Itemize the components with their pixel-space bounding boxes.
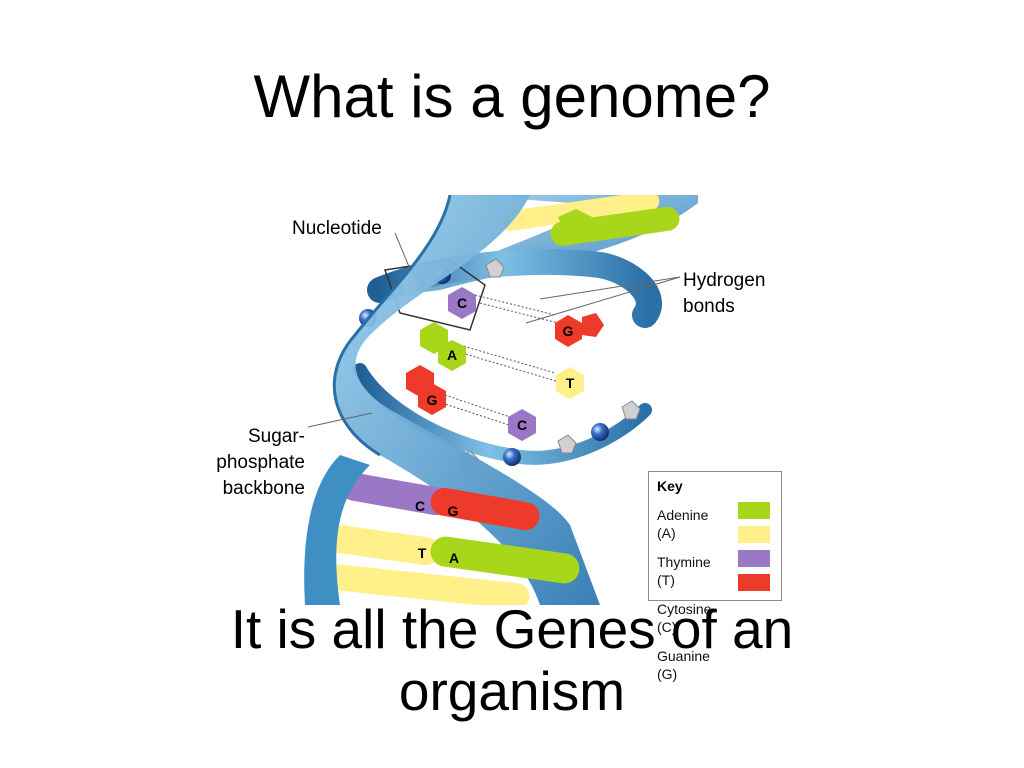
backbone-ribbon-front: [334, 195, 600, 605]
svg-text:T: T: [418, 545, 427, 561]
key-entry-code: (A): [657, 525, 676, 541]
key-title: Key: [657, 478, 683, 494]
key-entry-code: (T): [657, 572, 675, 588]
base-c-middle: C: [508, 409, 536, 441]
subtitle-line1: It is all the Genes of an: [230, 598, 794, 660]
svg-text:C: C: [517, 417, 527, 433]
base-pair-ta-lower: T A: [310, 522, 580, 584]
base-g-upper: G: [555, 313, 604, 347]
label-backbone-line3: backbone: [222, 478, 305, 499]
svg-text:A: A: [449, 550, 459, 566]
svg-text:G: G: [427, 392, 438, 408]
label-hydrogen-bonds-line2: bonds: [683, 296, 735, 317]
sugar-pentagon: [621, 400, 641, 420]
label-nucleotide: Nucleotide: [292, 218, 382, 239]
slide-title: What is a genome?: [253, 63, 771, 130]
dna-double-helix-illustration: C G A T G C C G T A: [304, 195, 698, 605]
svg-text:G: G: [448, 503, 459, 519]
label-hydrogen-bonds-line1: Hydrogen: [683, 270, 766, 291]
label-backbone-line2: phosphate: [216, 452, 305, 473]
phosphate-ball: [591, 423, 609, 441]
key-entry-cytosine: Cytosine (C): [657, 600, 727, 636]
base-pair-cg-lower: C G: [340, 472, 540, 531]
key-entry-adenine: Adenine (A): [657, 506, 727, 542]
key-swatch-adenine: [738, 502, 770, 519]
subtitle-line2: organism: [398, 660, 626, 722]
key-entry-label: Guanine: [657, 648, 710, 664]
backbone-ribbon-lower-left: [304, 455, 370, 605]
key-entry-label: Adenine: [657, 507, 709, 523]
sugar-pentagon: [485, 258, 505, 278]
key-entry-guanine: Guanine (G): [657, 647, 727, 683]
svg-text:A: A: [447, 347, 457, 363]
label-backbone-line1: Sugar-: [247, 426, 305, 447]
svg-text:C: C: [415, 498, 425, 514]
base-c-upper: C: [448, 287, 476, 319]
svg-text:C: C: [457, 295, 467, 311]
svg-text:T: T: [566, 375, 575, 391]
key-entry-label: Thymine: [657, 554, 711, 570]
phosphate-ball: [503, 448, 521, 466]
base-a-top: [558, 209, 592, 235]
key-swatch-thymine: [738, 526, 770, 543]
key-swatch-cytosine: [738, 550, 770, 567]
base-g-middle: G: [406, 365, 446, 415]
key-entry-code: (C): [657, 619, 677, 635]
key-swatch-guanine: [738, 574, 770, 591]
svg-text:G: G: [563, 323, 574, 339]
base-a-middle: A: [420, 322, 466, 371]
base-t-middle: T: [556, 367, 584, 399]
key-entry-label: Cytosine: [657, 601, 712, 617]
sugar-pentagon: [557, 434, 577, 454]
key-entry-code: (G): [657, 666, 678, 682]
base-rod: [550, 206, 680, 246]
slide-subtitle: It is all the Genes of an organism: [150, 598, 874, 722]
key-entry-thymine: Thymine (T): [657, 553, 727, 589]
